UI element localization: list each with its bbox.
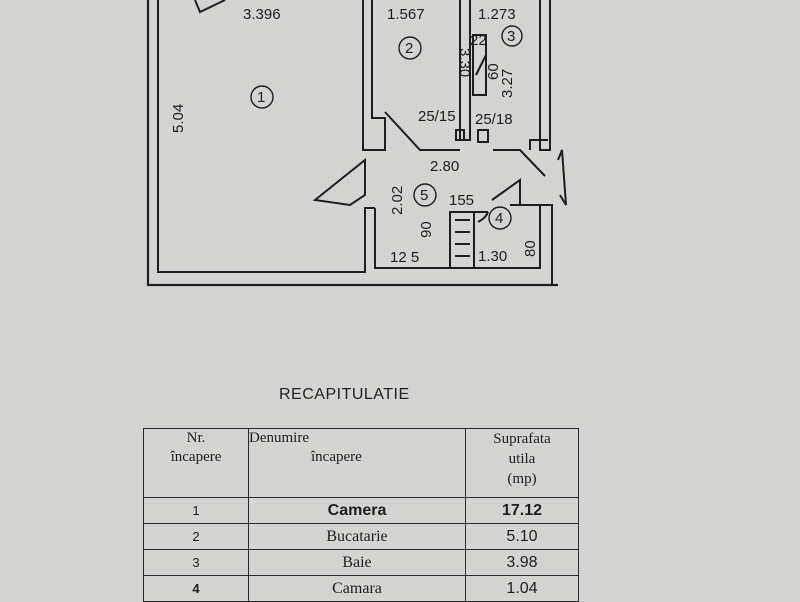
dim-room3-height: 3.27: [499, 69, 516, 98]
dim-room2-width: 1.567: [387, 6, 425, 23]
floor-plan-drawing: 1 2 3 4 5 3.396 1.567 1.273 5.04 3.30 3.…: [146, 0, 567, 287]
room-number-2: 2: [405, 40, 413, 57]
table-row: 2 Bucatarie 5.10: [143, 523, 579, 550]
row-nr: 3: [143, 549, 249, 576]
room-number-4: 4: [495, 210, 503, 227]
room-number-3: 3: [507, 28, 515, 45]
table-row: 3 Baie 3.98: [143, 549, 579, 576]
header-area-line3: (mp): [507, 471, 537, 487]
header-nr: Nr. încapere: [143, 428, 249, 498]
dim-hall-height: 2.02: [389, 186, 406, 215]
dim-pantry-height: 80: [522, 240, 539, 257]
row-nr: 1: [143, 497, 249, 524]
dim-room1-height: 5.04: [170, 104, 187, 133]
dim-door-2: 25/15: [418, 108, 456, 125]
room-number-1: 1: [257, 89, 265, 106]
row-name: Baie: [248, 549, 466, 576]
recap-title: RECAPITULATIE: [279, 386, 410, 403]
header-name-line2: încapere: [311, 449, 362, 465]
dim-hall-90: 90: [418, 221, 435, 238]
recap-header-row: Nr. încapere Denumire încapere Suprafata…: [143, 428, 579, 498]
header-area-line2: utila: [508, 451, 536, 467]
row-area: 1.04: [465, 575, 579, 602]
row-name: Camara: [248, 575, 466, 602]
dim-door-bath: 22: [470, 32, 487, 49]
row-area: 3.98: [465, 549, 579, 576]
dim-room1-width: 3.396: [243, 6, 281, 23]
dim-hall-width: 2.80: [430, 158, 459, 175]
dim-hall-inner: 155: [449, 192, 474, 209]
header-area-line1: Suprafata: [493, 431, 551, 447]
header-area: Suprafata utila (mp): [465, 428, 579, 498]
dim-pantry-width: 1.30: [478, 248, 507, 265]
dim-door-3: 25/18: [475, 111, 513, 128]
row-nr: 2: [143, 523, 249, 550]
dim-room2-height: 3.30: [456, 48, 473, 77]
header-nr-line2: încapere: [170, 449, 222, 465]
row-nr: 4: [143, 575, 249, 602]
row-area: 17.12: [465, 497, 579, 524]
row-area: 5.10: [465, 523, 579, 550]
dim-hall-bottom: 12 5: [390, 249, 419, 266]
dim-room3-width: 1.273: [478, 6, 516, 23]
floor-plan: 1 2 3 4 5 3.396 1.567 1.273 5.04 3.30 3.…: [0, 0, 800, 300]
recap-table: Nr. încapere Denumire încapere Suprafata…: [143, 428, 579, 602]
header-name-line1: Denumire: [249, 430, 309, 446]
room-number-5: 5: [420, 187, 428, 204]
header-nr-line1: Nr.: [186, 430, 206, 446]
row-name: Camera: [248, 497, 466, 524]
dim-door-bath-width: 60: [485, 63, 502, 80]
table-row: 4 Camara 1.04: [143, 575, 579, 602]
row-name: Bucatarie: [248, 523, 466, 550]
table-row: 1 Camera 17.12: [143, 497, 579, 524]
header-name: Denumire încapere: [248, 428, 466, 498]
